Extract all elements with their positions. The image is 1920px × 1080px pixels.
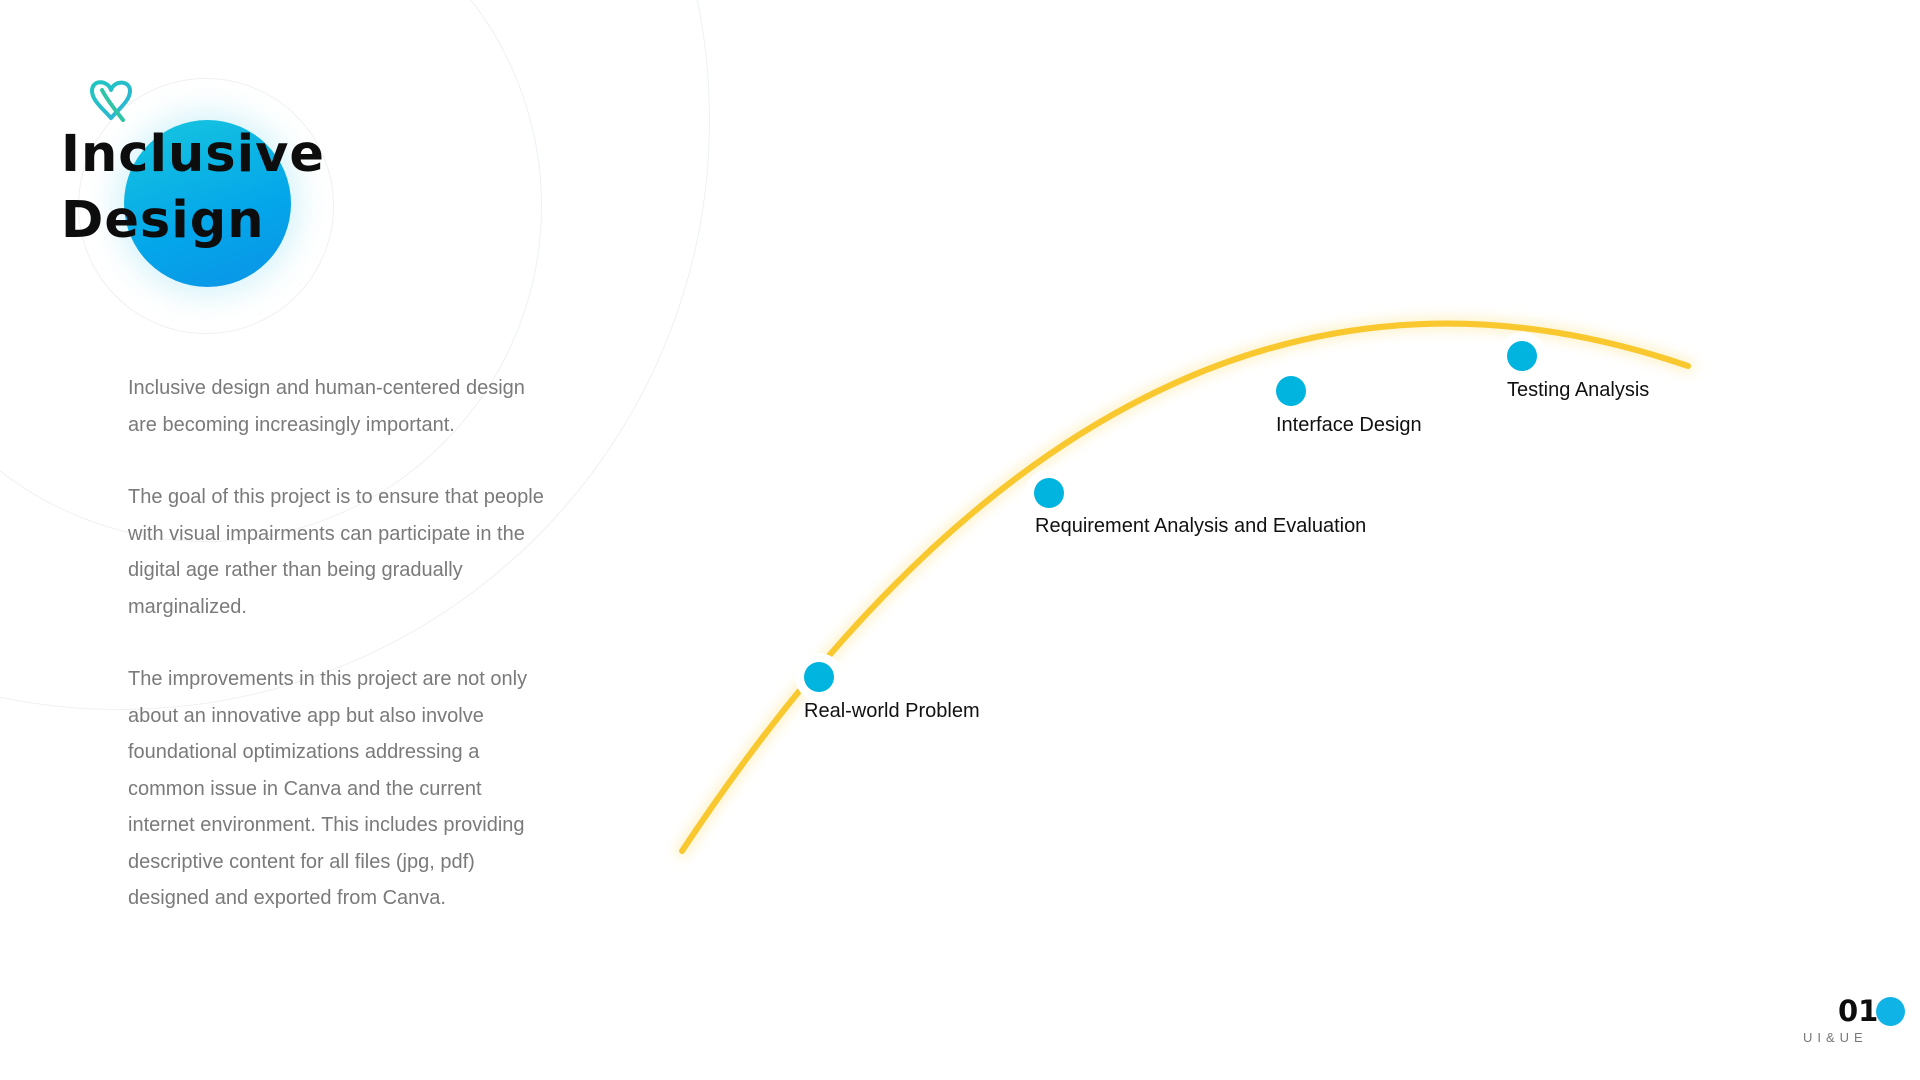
page-number: 01 [1838,994,1879,1028]
heart-outline-icon [90,80,132,122]
stage-label-interface-design: Interface Design [1276,414,1422,436]
title-line-2: Design [61,191,265,250]
description-paragraph: Inclusive design and human-centered desi… [128,377,525,436]
timeline-node [1276,376,1306,406]
timeline-node [1034,478,1064,508]
stage-label-requirement-analysis: Requirement Analysis and Evaluation [1035,515,1367,537]
page-title: Inclusive Design [61,122,325,254]
stage-label-testing-analysis: Testing Analysis [1507,379,1650,401]
timeline-node [804,662,834,692]
timeline-node [1507,341,1537,371]
description-paragraph: The improvements in this project are not… [128,668,528,909]
description-paragraph: The goal of this project is to ensure th… [128,486,544,618]
title-line-1: Inclusive [61,125,325,184]
accent-circle [124,120,291,287]
page-caption: UI&UE [1803,1030,1868,1045]
timeline-path [679,320,1691,854]
page-number-dot [1876,997,1905,1026]
stage-label-real-world-problem: Real-world Problem [804,700,980,722]
page-number-badge: 01 [1836,994,1905,1056]
description-block: Inclusive design and human-centered desi… [128,370,548,953]
